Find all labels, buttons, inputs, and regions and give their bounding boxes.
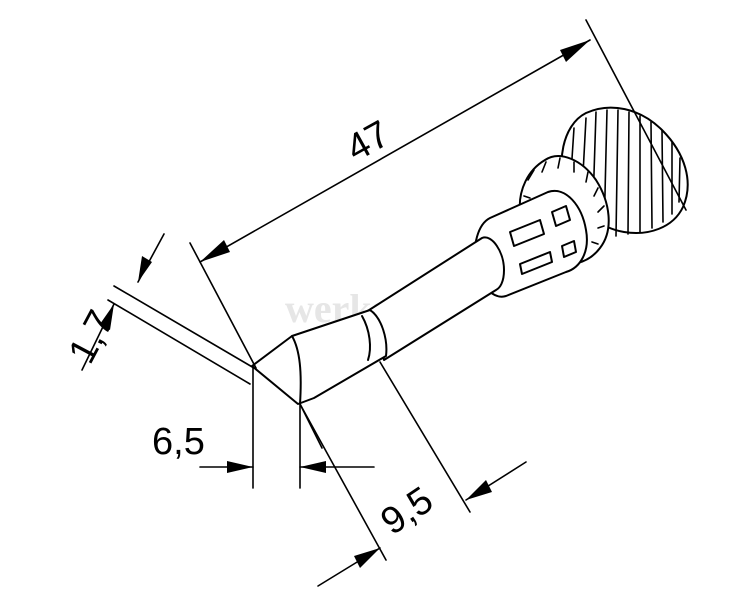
arrow-left-6-5 [227,461,253,473]
arrow-left-9-5 [354,548,380,568]
taper-length-label: 9,5 [374,479,441,543]
extension-line-upper [113,285,255,369]
tip-thickness-label: 1,7 [61,304,123,370]
tip-width-label: 6,5 [152,421,205,463]
extension-line-upper-9-5 [379,361,471,513]
ring-teeth [523,157,605,245]
arrow-left-47 [200,240,230,262]
tip-bevel [361,315,371,361]
sleeve-slots [509,205,577,275]
tip-edge [291,335,302,405]
extension-line-right [585,19,687,211]
extension-line-left [189,242,257,369]
length-label: 47 [340,113,397,170]
chisel-tip [251,309,388,405]
arrow-right-9-5 [466,480,492,500]
arrow-right-6-5 [300,461,326,473]
dimension-taper-length: 9,5 [299,361,527,587]
arrow-top-1-7 [138,256,152,282]
arrow-bottom-1-7 [100,304,114,330]
extension-line-lower-9-5 [299,403,387,561]
arrow-right-47 [560,40,590,62]
dimension-line-47 [199,39,591,263]
extension-line-lower [107,299,251,385]
soldering-tip [251,106,689,405]
dimension-tip-width: 6,5 [152,365,375,489]
